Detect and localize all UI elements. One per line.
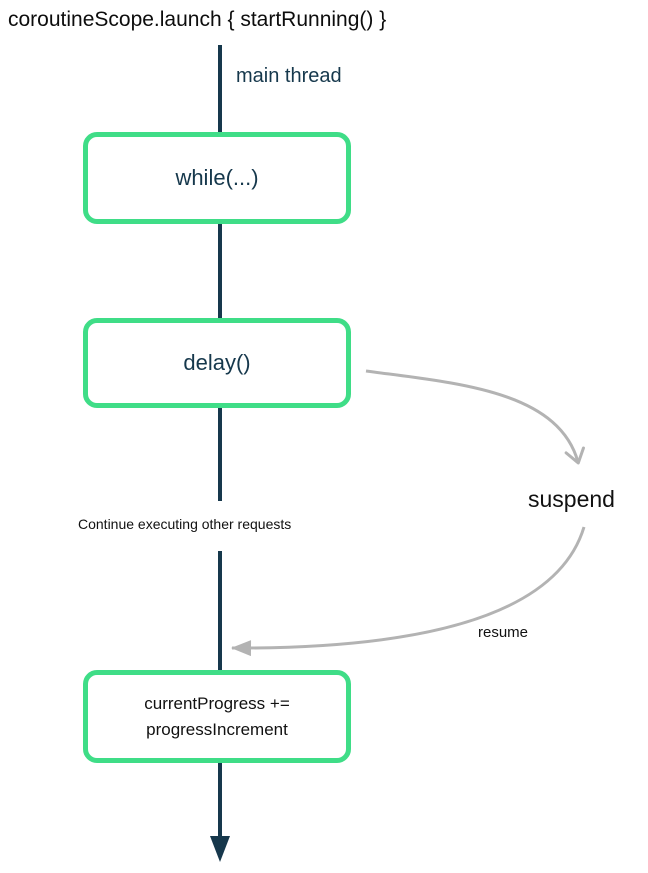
node-delay-label: delay() (183, 350, 251, 375)
suspend-arrow (365, 369, 585, 465)
node-while: while(...) (83, 132, 351, 224)
main-thread-label: main thread (236, 65, 342, 87)
node-while-label: while(...) (175, 165, 259, 190)
code-caption: coroutineScope.launch { startRunning() } (8, 8, 387, 31)
node-progress-line1: currentProgress += (144, 693, 290, 713)
resume-arrow (231, 526, 586, 657)
continue-note: Continue executing other requests (78, 516, 292, 532)
node-progress-line2: progressIncrement (146, 719, 288, 739)
main-thread-arrowhead-icon (210, 836, 230, 862)
suspend-label: suspend (528, 486, 615, 512)
node-delay: delay() (83, 318, 351, 408)
resume-label: resume (478, 624, 529, 641)
node-progress: currentProgress += progressIncrement (83, 670, 351, 763)
